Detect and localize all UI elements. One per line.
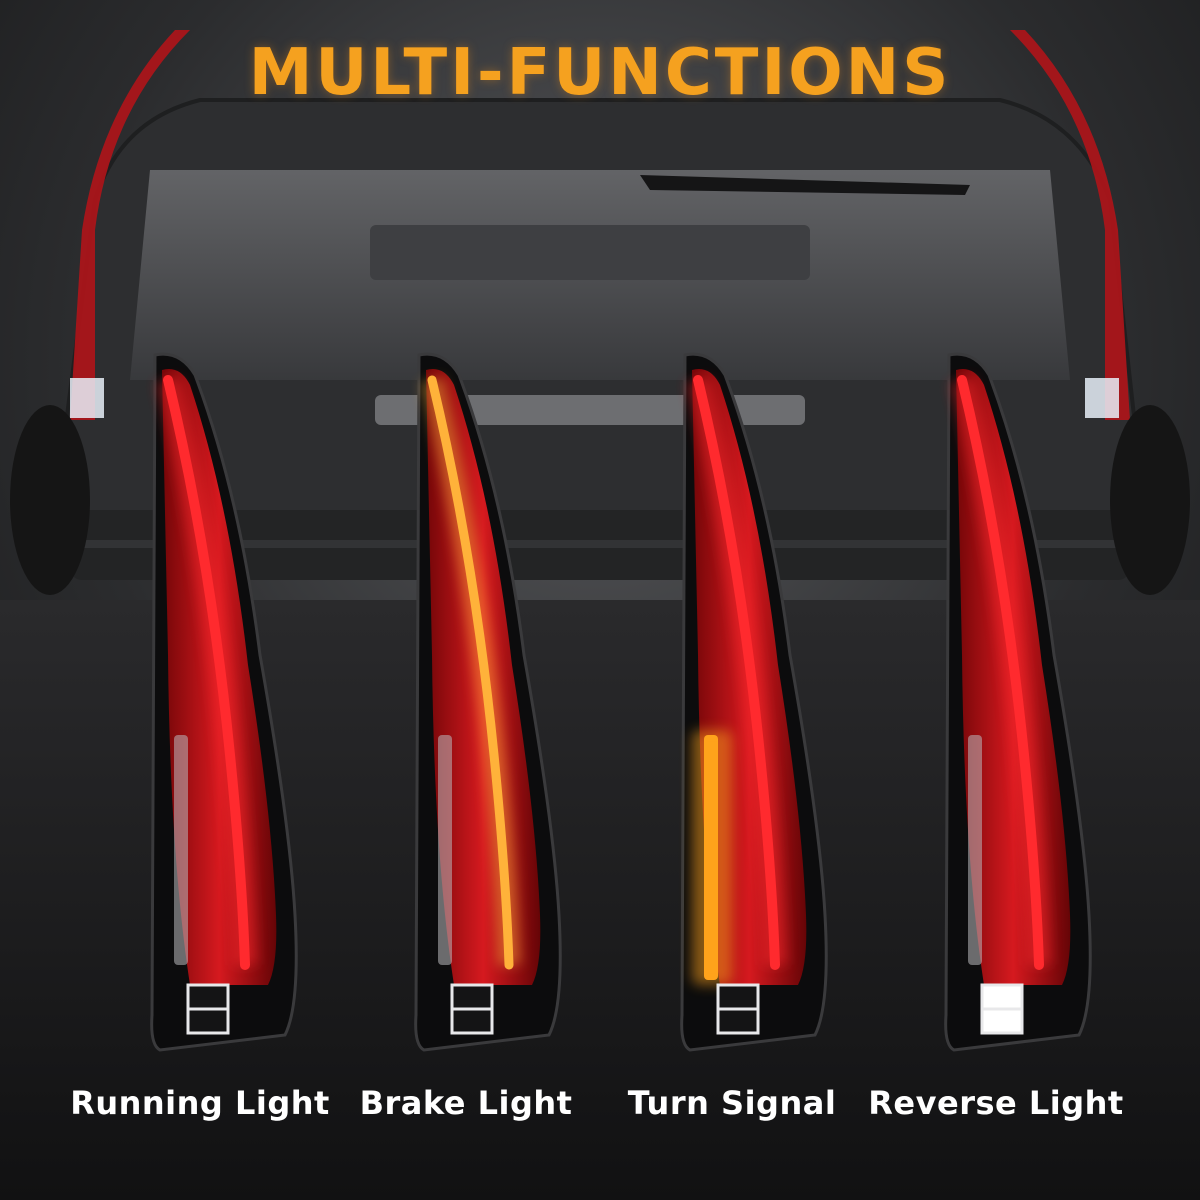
caption-running-light: Running Light: [70, 1084, 330, 1122]
light-bar: [163, 375, 250, 970]
caption-brake-light: Brake Light: [359, 1084, 573, 1122]
taillight-reverse: [944, 352, 1092, 1052]
headline-title: MULTI-FUNCTIONS: [248, 36, 952, 110]
light-bar: [957, 375, 1044, 970]
turn-signal-glow: [692, 730, 732, 985]
light-bar: [427, 375, 514, 970]
light-bar: [693, 375, 780, 970]
taillight-running: [150, 352, 298, 1052]
caption-turn-signal: Turn Signal: [627, 1084, 837, 1122]
taillight-brake: [414, 352, 562, 1052]
caption-reverse-light: Reverse Light: [868, 1084, 1124, 1122]
led-strip: [438, 735, 452, 965]
led-strip: [968, 735, 982, 965]
led-strip: [174, 735, 188, 965]
taillight-turn: [680, 352, 828, 1052]
